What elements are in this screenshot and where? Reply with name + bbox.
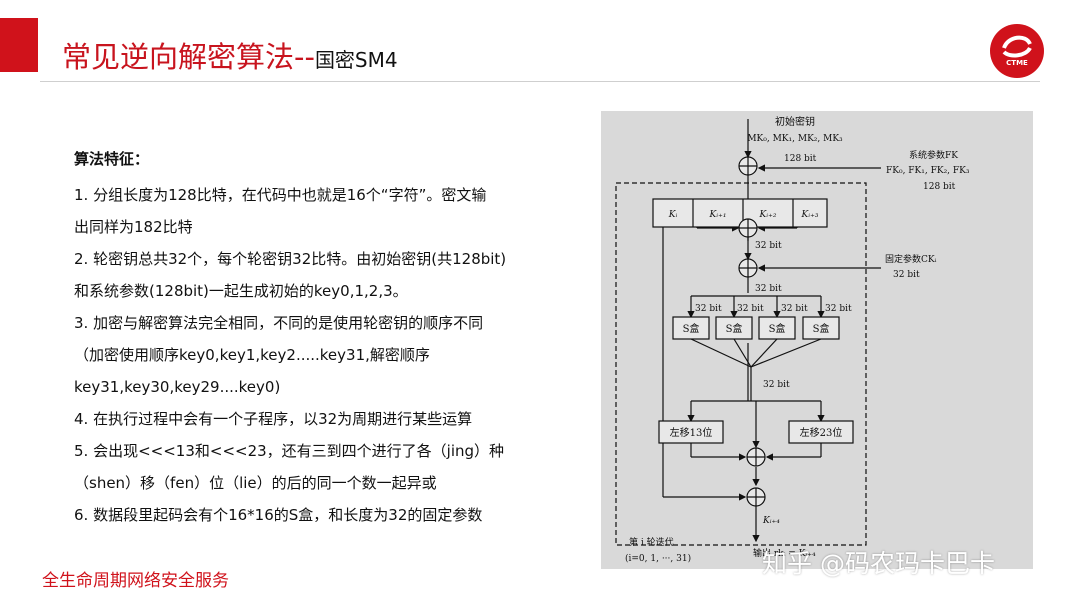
fixed-param-label: 固定参数CKᵢ	[885, 253, 937, 265]
company-logo: CTME	[990, 24, 1044, 78]
key-register-ki1: Kᵢ₊₁	[709, 210, 727, 220]
feature-line: 2. 轮密钥总共32个，每个轮密钥32比特。由初始密钥(共128bit)	[74, 250, 507, 268]
rotate-left-13-label: 左移13位	[670, 426, 713, 439]
title-main: 常见逆向解密算法--	[62, 40, 315, 74]
bits-label-32: 32 bit	[737, 304, 764, 314]
title-subtitle: 国密SM4	[314, 48, 398, 72]
bits-label-32: 32 bit	[755, 241, 782, 251]
rotate-left-23-label: 左移23位	[800, 426, 843, 439]
feature-line: （加密使用顺序key0,key1,key2.....key31,解密顺序	[74, 346, 430, 364]
sbox-label: S盒	[813, 322, 830, 335]
sbox-label: S盒	[683, 322, 700, 335]
diagram-svg: 初始密钥 MK₀, MK₁, MK₂, MK₃ 128 bit 系统参数FK F…	[615, 115, 970, 564]
initial-key-label: 初始密钥	[775, 115, 815, 128]
bits-label-32: 32 bit	[755, 284, 782, 294]
iteration-label: 第 i 轮迭代	[629, 536, 674, 548]
sbox-label: S盒	[726, 322, 743, 335]
header-divider	[40, 81, 1040, 82]
sm4-key-expansion-diagram: 初始密钥 MK₀, MK₁, MK₂, MK₃ 128 bit 系统参数FK F…	[601, 111, 1033, 569]
feature-line: 5. 会出现<<<13和<<<23，还有三到四个进行了各（jing）种	[74, 442, 505, 460]
bits-label-32: 32 bit	[763, 380, 790, 390]
header-accent-bar	[0, 18, 38, 72]
logo-swirl-icon	[1002, 35, 1032, 58]
key-register-ki3: Kᵢ₊₃	[801, 210, 819, 220]
footer-slogan: 全生命周期网络安全服务	[42, 571, 229, 591]
bits-label-128: 128 bit	[784, 154, 817, 164]
bits-label-128-fk: 128 bit	[923, 182, 956, 192]
feature-line: key31,key30,key29....key0)	[74, 378, 281, 396]
feature-line: （shen）移（fen）位（lie）的后的同一个数一起异或	[74, 474, 437, 492]
logo-text: CTME	[1006, 59, 1028, 67]
feature-heading: 算法特征：	[74, 150, 150, 168]
feature-line: 和系统参数(128bit)一起生成初始的key0,1,2,3。	[74, 282, 408, 300]
round-key-output-label: 输出 rkᵢ = Kᵢ₊₄	[753, 547, 816, 559]
feature-line: 出同样为182比特	[74, 218, 193, 236]
feature-line: 1. 分组长度为128比特，在代码中也就是16个“字符”。密文输	[74, 186, 487, 204]
page-title: 常见逆向解密算法--国密SM4	[62, 34, 398, 76]
feature-line: 4. 在执行过程中会有一个子程序，以32为周期进行某些运算	[74, 410, 473, 428]
bits-label-32: 32 bit	[695, 304, 722, 314]
feature-list: 算法特征： 1. 分组长度为128比特，在代码中也就是16个“字符”。密文输 出…	[74, 148, 586, 531]
feature-line: 6. 数据段里起码会有个16*16的S盒，和长度为32的固定参数	[74, 506, 483, 524]
key-register-ki: Kᵢ	[668, 210, 678, 220]
initial-key-parts: MK₀, MK₁, MK₂, MK₃	[747, 134, 843, 144]
watermark: 知乎 @码农玛卡巴卡	[762, 549, 995, 578]
bits-label-32: 32 bit	[825, 304, 852, 314]
bits-label-32-ck: 32 bit	[893, 270, 920, 280]
system-param-parts: FK₀, FK₁, FK₂, FK₃	[886, 166, 970, 176]
sbox-label: S盒	[769, 322, 786, 335]
iteration-range: (i=0, 1, ···, 31)	[625, 553, 691, 564]
key-register-ki2: Kᵢ₊₂	[759, 210, 777, 220]
system-param-label: 系统参数FK	[909, 149, 958, 161]
key-output-ki4: Kᵢ₊₄	[762, 516, 780, 526]
bits-label-32: 32 bit	[781, 304, 808, 314]
feature-line: 3. 加密与解密算法完全相同，不同的是使用轮密钥的顺序不同	[74, 314, 484, 332]
